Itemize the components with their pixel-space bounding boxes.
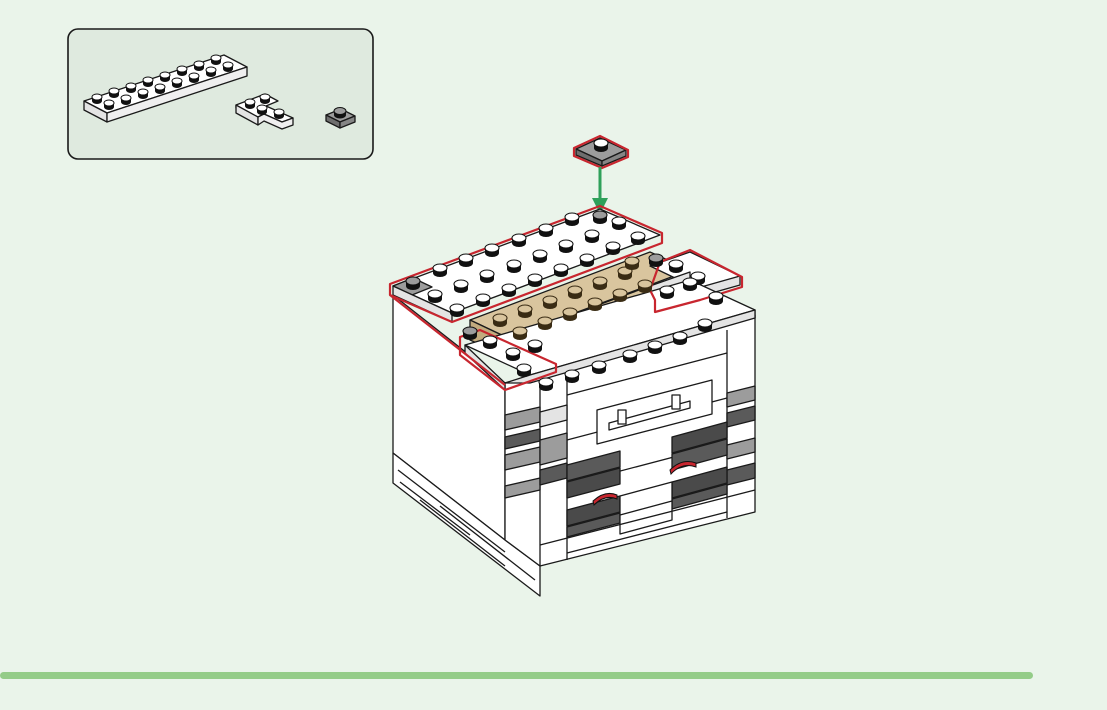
falling-grey-plate <box>574 136 628 168</box>
parts-callout-box <box>68 29 373 159</box>
bottom-progress-bar <box>0 672 1033 679</box>
cube-model <box>390 206 755 596</box>
